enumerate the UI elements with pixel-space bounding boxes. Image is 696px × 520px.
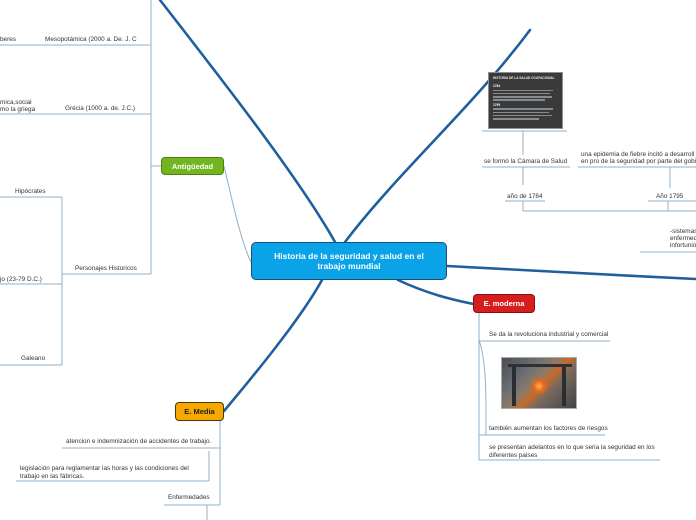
slide-year-1: 1784 <box>493 84 501 88</box>
branch-top-right <box>343 28 532 244</box>
factory-column <box>562 366 566 406</box>
legislacion-text[interactable]: legislación para reglamentar las horas y… <box>20 465 189 480</box>
personajes-text[interactable]: Personajes Historicos <box>75 265 137 272</box>
factory-column <box>512 366 516 406</box>
media-node[interactable]: E. Media <box>175 402 224 421</box>
media-label: E. Media <box>184 407 215 416</box>
presentation-slide-image: HISTORIA DE LA SALUD OCUPACIONAL 1784 17… <box>488 72 563 129</box>
economica-text[interactable]: mica,social <box>0 99 32 106</box>
slide-year-2: 1795 <box>493 102 501 107</box>
revolucion-text[interactable]: Se da la revoluciona industrial y comerc… <box>489 331 609 338</box>
adelantos-text[interactable]: se presentan adelantos en lo que seria l… <box>489 444 655 459</box>
epidemia-text-line1[interactable]: una epidemia de fiebre incitó a desarrol… <box>581 151 695 158</box>
mesopotamia-text[interactable]: Mesopotámica (2000 a. De. J. C <box>45 36 137 43</box>
moderna-node[interactable]: E. moderna <box>473 294 535 313</box>
factores-text[interactable]: también aumentan los factores de riesgos <box>489 425 608 432</box>
slide-text-line <box>493 92 551 95</box>
slide-text-line <box>493 111 549 114</box>
epidemia-text-line2[interactable]: en pro de la seguridad por parte del gob… <box>581 158 696 165</box>
central-topic-label: Historia de la seguridad y salud en el t… <box>274 251 424 271</box>
griega-text[interactable]: mo la griega <box>0 106 36 113</box>
slide-text-line <box>493 114 552 117</box>
plinio-text[interactable]: jo (23-79 D.C.) <box>0 276 42 283</box>
sistemas-text-line3[interactable]: infortunio <box>670 242 696 249</box>
factory-beam <box>508 364 572 367</box>
moderna-label: E. moderna <box>483 299 525 308</box>
ano-1784-text[interactable]: año de 1784 <box>507 193 543 200</box>
branch-right <box>445 264 696 281</box>
branch-top-left <box>158 0 337 244</box>
slide-text-line <box>493 89 553 92</box>
antiguedad-node[interactable]: Antigüedad <box>161 157 224 175</box>
sistemas-text-line2[interactable]: enfermed <box>670 235 696 242</box>
central-topic-node[interactable]: Historia de la seguridad y salud en el t… <box>251 242 447 280</box>
factory-photo-image <box>501 357 577 409</box>
camara-text[interactable]: se formó la Cámara de Salud <box>484 158 568 165</box>
branch-antiguedad <box>223 165 252 263</box>
slide-title: HISTORIA DE LA SALUD OCUPACIONAL <box>493 76 555 80</box>
beres-text[interactable]: beres <box>0 36 16 43</box>
grecia-text[interactable]: Grécia (1000 a. de. J.C.) <box>65 105 135 112</box>
slide-text-line <box>493 108 553 110</box>
antiguedad-label: Antigüedad <box>171 161 214 171</box>
branch-moderna <box>396 278 475 306</box>
enfermedades-text[interactable]: Enfermedades <box>168 494 210 501</box>
hipocrates-text[interactable]: Hipócrates <box>15 188 46 195</box>
branch-media <box>222 278 324 413</box>
main-branches <box>158 0 696 413</box>
galeano-text[interactable]: Galeano <box>21 355 46 362</box>
sistemas-text-line1[interactable]: -sistemas <box>670 228 696 235</box>
slide-text-line <box>493 117 539 120</box>
ano-1795-text[interactable]: Año 1795 <box>656 193 684 200</box>
slide-text-line <box>493 99 545 101</box>
slide-text-line <box>493 95 552 98</box>
atencion-text[interactable]: atencion e indemnización de accidentes d… <box>66 438 212 445</box>
furnace-glow <box>530 378 548 394</box>
